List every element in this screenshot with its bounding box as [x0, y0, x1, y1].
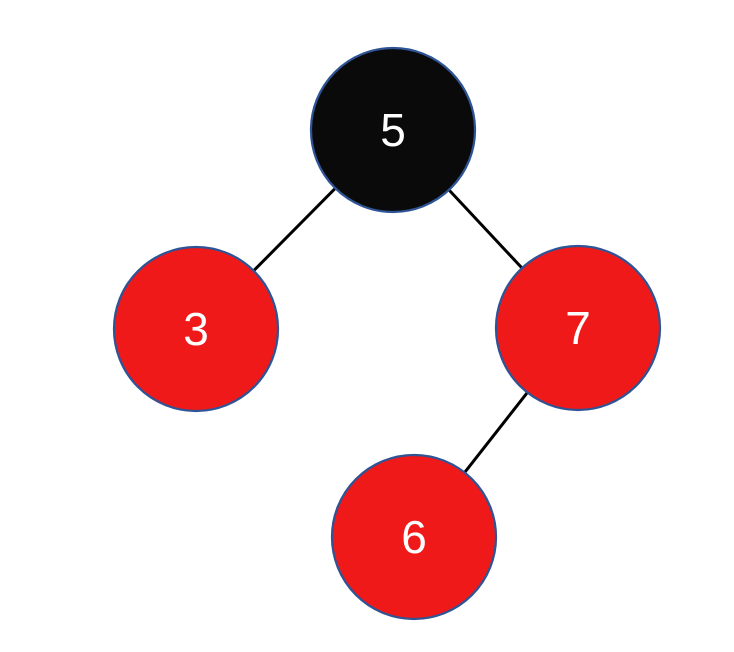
tree-node-6: 6	[330, 453, 498, 621]
tree-node-5: 5	[309, 46, 477, 214]
node-circle	[330, 453, 498, 621]
node-label: 3	[183, 303, 209, 355]
node-label: 7	[565, 302, 591, 354]
node-circle	[309, 46, 477, 214]
node-circle	[112, 245, 280, 413]
tree-node-7: 7	[494, 244, 662, 412]
node-label: 5	[380, 104, 406, 156]
node-circle	[494, 244, 662, 412]
tree-node-3: 3	[112, 245, 280, 413]
node-label: 6	[401, 511, 427, 563]
